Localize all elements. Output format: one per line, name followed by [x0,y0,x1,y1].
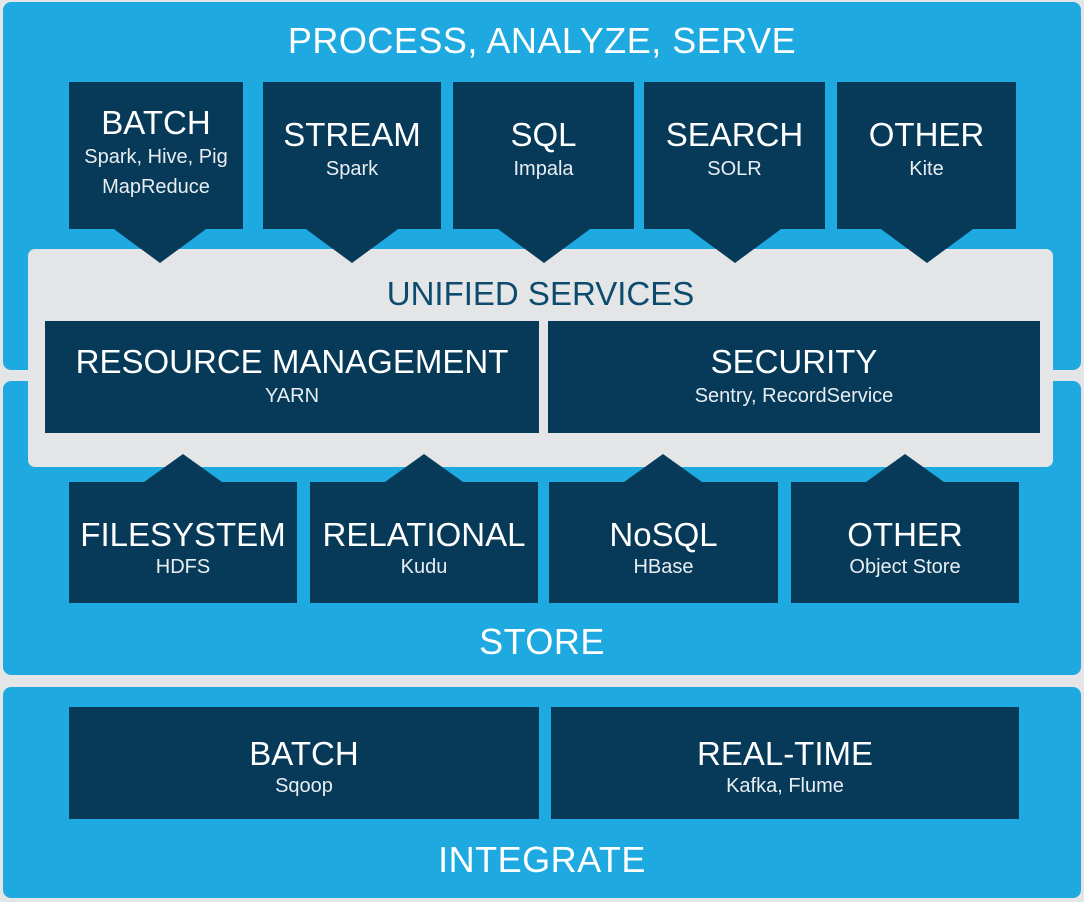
box-subtitle: Object Store [849,556,961,578]
arrow-tip [306,229,398,263]
box-title: RELATIONAL [322,516,526,553]
store-title: STORE [479,621,605,662]
arrow-up-icon [144,454,222,482]
box-title: RESOURCE MANAGEMENT [75,343,509,380]
box-subtitle: Spark [325,158,379,180]
unified-services-panel: UNIFIED SERVICES RESOURCE MANAGEMENT YAR… [28,249,1053,467]
integrate-box-batch: BATCH Sqoop [69,707,539,819]
box-title: SQL [510,116,577,153]
box-title: STREAM [283,116,421,153]
box-subtitle: Impala [513,158,574,180]
box-subtitle: Kudu [400,556,448,578]
arrow-up-icon [385,454,463,482]
box-subtitle: Sentry, RecordService [694,385,894,407]
arrow-tip [689,229,781,263]
box-title: SECURITY [710,343,878,380]
store-box-other: OTHER Object Store [791,482,1019,603]
box-subtitle-2: MapReduce [102,176,210,198]
process-box-stream: STREAM Spark [263,82,441,229]
store-box-nosql: NoSQL HBase [549,482,778,603]
box-title: BATCH [101,104,211,141]
box-subtitle: Kafka, Flume [726,775,844,797]
process-box-sql: SQL Impala [453,82,634,229]
store-box-filesystem: FILESYSTEM HDFS [69,482,297,603]
resource-management-box: RESOURCE MANAGEMENT YARN [45,321,539,433]
integrate-title: INTEGRATE [438,839,646,880]
security-box: SECURITY Sentry, RecordService [548,321,1040,433]
box-title: NoSQL [609,516,718,553]
box-subtitle: Kite [909,158,944,180]
box-title: FILESYSTEM [80,516,286,553]
box-subtitle: Spark, Hive, Pig [84,146,228,168]
process-box-batch: BATCH Spark, Hive, Pig MapReduce [69,82,243,229]
box-subtitle: YARN [264,385,320,407]
arrow-up-icon [624,454,702,482]
box-subtitle: SOLR [707,158,762,180]
box-subtitle: HBase [633,556,694,578]
box-title: SEARCH [665,116,804,153]
process-box-search: SEARCH SOLR [644,82,825,229]
process-box-other: OTHER Kite [837,82,1016,229]
box-title: BATCH [249,735,359,772]
box-subtitle: Sqoop [275,775,333,797]
arrow-tip [881,229,973,263]
box-title: REAL-TIME [696,735,874,772]
arrow-up-icon [866,454,944,482]
box-title: OTHER [847,516,963,553]
box-title: OTHER [868,116,985,153]
process-title: PROCESS, ANALYZE, SERVE [287,20,797,61]
box-subtitle: HDFS [155,556,211,578]
unified-services-title: UNIFIED SERVICES [386,275,695,312]
arrow-tip [114,229,206,263]
integrate-box-realtime: REAL-TIME Kafka, Flume [551,707,1019,819]
store-box-relational: RELATIONAL Kudu [310,482,538,603]
arrow-tip [498,229,590,263]
